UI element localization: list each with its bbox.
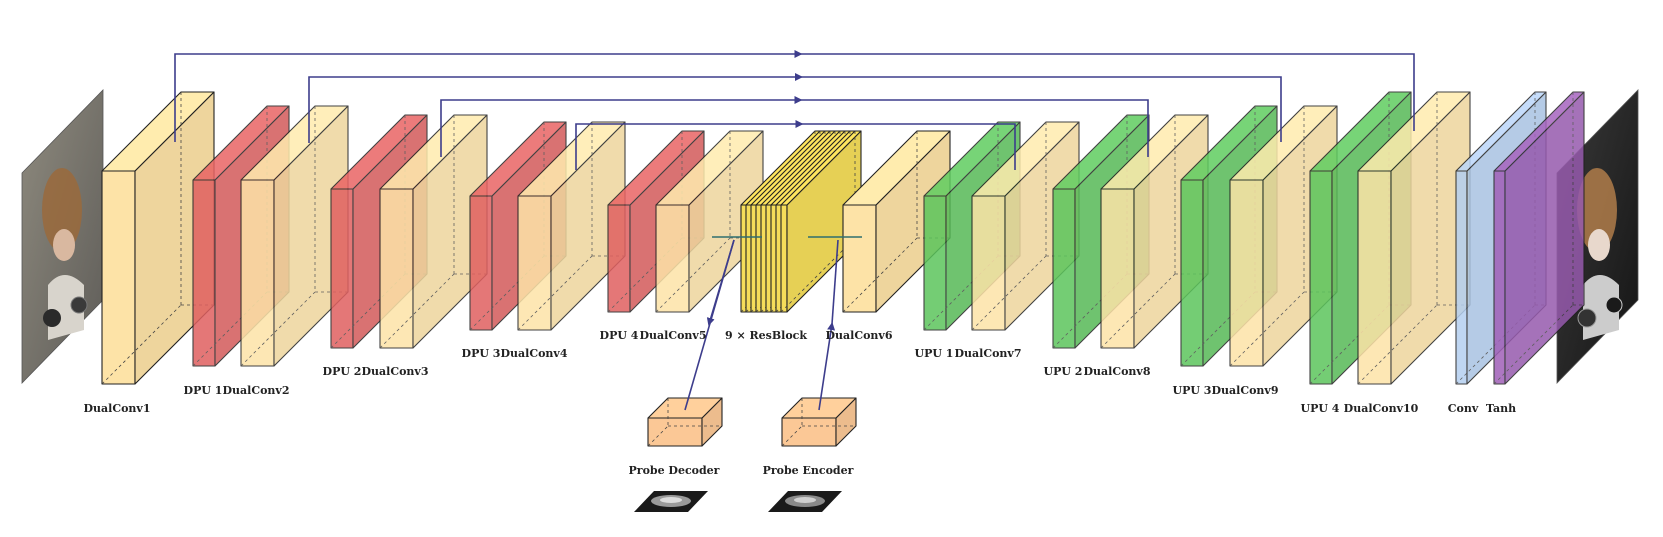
label-upu4: UPU 4	[1301, 402, 1340, 415]
skip-arrow-1	[794, 50, 803, 58]
block-resblock-9	[780, 130, 862, 313]
block-dualconv4	[517, 121, 626, 331]
skip-connections	[174, 50, 1415, 170]
block-dualconv10	[1357, 91, 1471, 385]
skip-arrow-4	[795, 120, 804, 128]
label-dualconv5: DualConv5	[640, 329, 707, 342]
label-dualconv3: DualConv3	[362, 365, 429, 378]
block-dualconv7	[971, 121, 1080, 331]
block-dualconv6	[842, 130, 951, 313]
block-tanh	[1493, 91, 1585, 385]
label-dpu3: DPU 3	[462, 347, 501, 360]
label-conv: Conv	[1448, 402, 1479, 415]
skip-arrow-2	[795, 73, 803, 81]
block-probe-decoder	[647, 397, 723, 447]
label-dpu2: DPU 2	[323, 365, 362, 378]
block-dualconv3	[379, 114, 488, 349]
label-resblock: 9 × ResBlock	[725, 329, 807, 342]
label-tanh: Tanh	[1486, 402, 1516, 415]
label-upu3: UPU 3	[1173, 384, 1212, 397]
skip-arrow-3	[794, 96, 803, 104]
layer-blocks	[101, 91, 1585, 447]
probe-decoder-image	[634, 491, 708, 512]
label-probe-encoder: Probe Encoder	[763, 464, 854, 477]
label-dualconv10: DualConv10	[1344, 402, 1419, 415]
label-dualconv7: DualConv7	[955, 347, 1022, 360]
bottleneck-connectors	[684, 236, 862, 411]
label-dualconv2: DualConv2	[223, 384, 290, 397]
label-dpu1: DPU 1	[184, 384, 223, 397]
label-dualconv1: DualConv1	[84, 402, 151, 415]
block-dualconv5	[655, 130, 764, 313]
label-dpu4: DPU 4	[600, 329, 639, 342]
probe-encoder-image	[768, 491, 842, 512]
label-dualconv4: DualConv4	[501, 347, 568, 360]
label-upu1: UPU 1	[915, 347, 954, 360]
label-dualconv8: DualConv8	[1084, 365, 1151, 378]
encoder-probe-arrow	[818, 322, 836, 411]
label-dualconv9: DualConv9	[1212, 384, 1279, 397]
layer-labels: DualConv1 DPU 1 DualConv2 DPU 2 DualConv…	[84, 329, 1517, 477]
label-probe-decoder: Probe Decoder	[629, 464, 720, 477]
label-dualconv6: DualConv6	[826, 329, 893, 342]
block-dualconv2	[240, 105, 349, 367]
input-image	[21, 89, 104, 384]
label-upu2: UPU 2	[1044, 365, 1083, 378]
